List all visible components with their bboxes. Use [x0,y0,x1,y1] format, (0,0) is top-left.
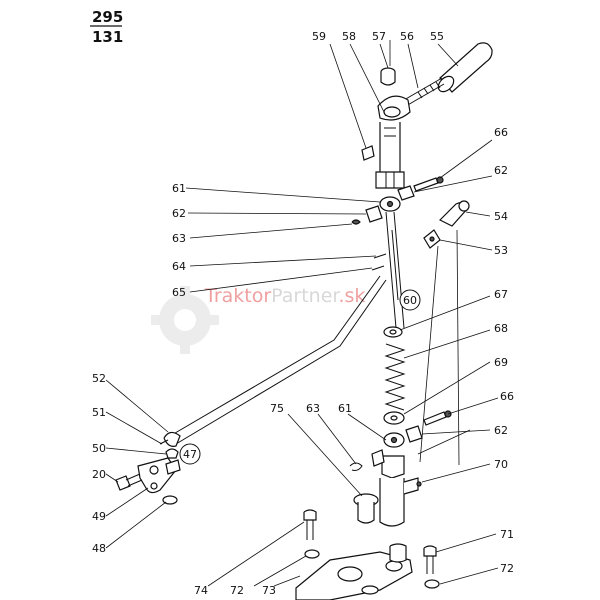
pin-upper [413,176,444,192]
upper-shaft [375,122,405,189]
washer-48 [162,495,178,505]
label-75: 75 [270,402,284,415]
lever-rod [403,77,445,107]
gear-icon [151,286,219,354]
label-68: 68 [494,322,508,335]
block-upper [397,185,415,201]
washer-72b [424,579,440,589]
label-69: 69 [494,356,508,369]
label-72-left: 72 [230,584,244,597]
label-48: 48 [92,542,106,555]
washer-72a [304,549,320,559]
drawing [105,40,499,600]
lever-knob [437,42,493,93]
label-70: 70 [494,458,508,471]
bushing [353,493,379,524]
label-55: 55 [430,30,444,43]
label-66-upper: 66 [494,126,508,139]
label-58: 58 [342,30,356,43]
label-64: 64 [172,260,186,273]
label-66-lower: 66 [500,390,514,403]
link-rod [163,275,387,447]
label-74: 74 [194,584,208,597]
label-59: 59 [312,30,326,43]
label-50: 50 [92,442,106,455]
lever-head [377,95,411,121]
bolt-71 [423,545,437,574]
label-62-upper-left: 62 [172,207,186,220]
bolt-20 [115,473,143,491]
label-73: 73 [262,584,276,597]
page-number: 295 131 [90,8,123,46]
label-62-lower: 62 [494,424,508,437]
label-52: 52 [92,372,106,385]
pin-lower [423,410,452,426]
page-number-top: 295 [92,8,123,26]
cap-screw [380,67,396,86]
base-plate [295,543,413,600]
label-71: 71 [500,528,514,541]
label-63-upper: 63 [172,232,186,245]
circlip-lower [349,462,363,471]
label-47: 47 [183,448,197,461]
ball-joint [438,200,470,227]
label-63-lower: 63 [306,402,320,415]
label-72-right: 72 [500,562,514,575]
label-62-upper-right: 62 [494,164,508,177]
lower-guide [371,449,422,527]
collar-upper [351,196,401,225]
label-61-upper: 61 [172,182,186,195]
bolt-74 [303,509,317,540]
spring [384,343,406,411]
watermark-brand: TraktorPartner.sk [204,285,365,307]
ref-circle-47 [179,443,201,465]
watermark: TraktorPartner.sk [151,285,365,354]
label-60: 60 [403,294,417,307]
label-51: 51 [92,406,106,419]
label-54: 54 [494,210,508,223]
key-pin [361,145,375,161]
label-53: 53 [494,244,508,257]
nut-50 [165,448,179,459]
nut [423,229,441,249]
label-49: 49 [92,510,106,523]
label-61-lower: 61 [338,402,352,415]
callout-labels: 59 58 57 56 55 66 62 61 62 54 63 53 64 6… [92,30,514,597]
small-pins [371,253,387,271]
label-67: 67 [494,288,508,301]
main-shaft [385,211,405,329]
label-65: 65 [172,286,186,299]
leader-lines [105,43,499,587]
assembly-lines [389,40,471,466]
block-lower [405,425,423,443]
ref-circle-60 [399,289,421,311]
page-number-bottom: 131 [92,28,123,46]
label-20: 20 [92,468,106,481]
label-56: 56 [400,30,414,43]
lower-lever [137,457,181,494]
label-57: 57 [372,30,386,43]
